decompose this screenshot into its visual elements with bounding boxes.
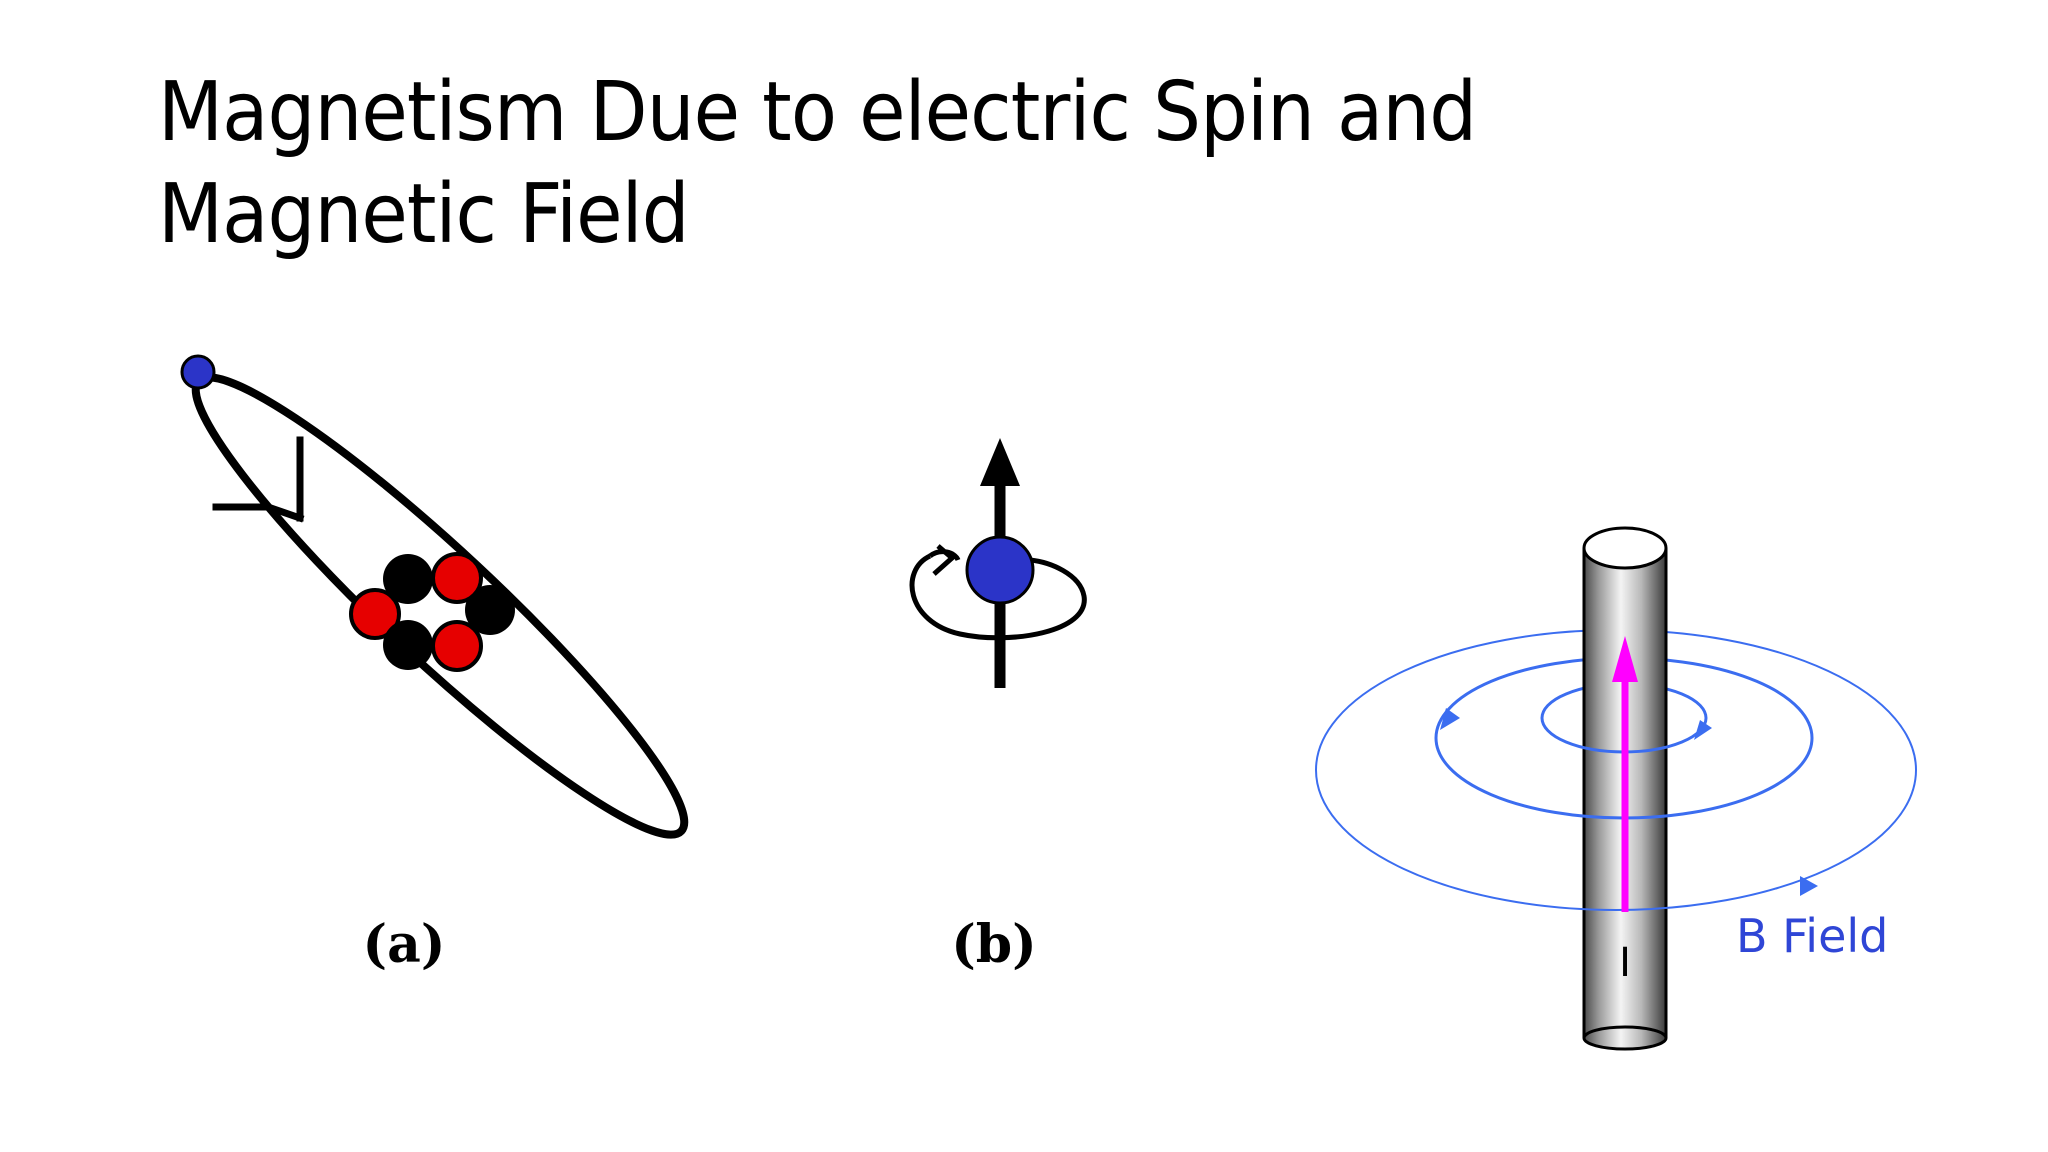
figure-a-label: (a) xyxy=(363,914,446,975)
figure-b-label: (b) xyxy=(951,914,1037,975)
neutron-icon xyxy=(465,585,515,635)
field-line-outer-front xyxy=(1315,769,1917,911)
field-arrowhead-icon xyxy=(1440,708,1460,730)
figure-b-electron-spin: (b) xyxy=(909,438,1087,975)
wire-top xyxy=(1582,526,1668,570)
proton-icon xyxy=(349,588,401,640)
figure-a-atom-orbit: (a) xyxy=(180,354,689,975)
spinning-electron-icon xyxy=(965,535,1035,605)
electron-orbit xyxy=(191,373,689,839)
current-label: I xyxy=(1619,940,1631,986)
neutron-icon xyxy=(383,620,433,670)
b-field-label: B Field xyxy=(1736,909,1888,963)
field-arrowhead-icon xyxy=(1800,876,1818,896)
spin-arrow-icon xyxy=(980,438,1020,486)
current-arrow-icon xyxy=(1612,636,1638,682)
field-arrowhead-icon xyxy=(1694,720,1712,740)
orbiting-electron-icon xyxy=(180,354,216,390)
neutron-icon xyxy=(383,554,433,604)
orbit-direction-icon xyxy=(212,436,305,523)
wire-bottom xyxy=(1582,1025,1668,1051)
nucleus xyxy=(349,552,515,672)
figure-c-wire-field: I B Field xyxy=(1315,526,1917,1051)
rotation-arrow-icon xyxy=(928,544,961,576)
proton-icon xyxy=(431,552,483,604)
rotation-loop xyxy=(909,553,1087,641)
proton-icon xyxy=(431,620,483,672)
slide-title: Magnetism Due to electric Spin and Magne… xyxy=(158,65,1477,262)
